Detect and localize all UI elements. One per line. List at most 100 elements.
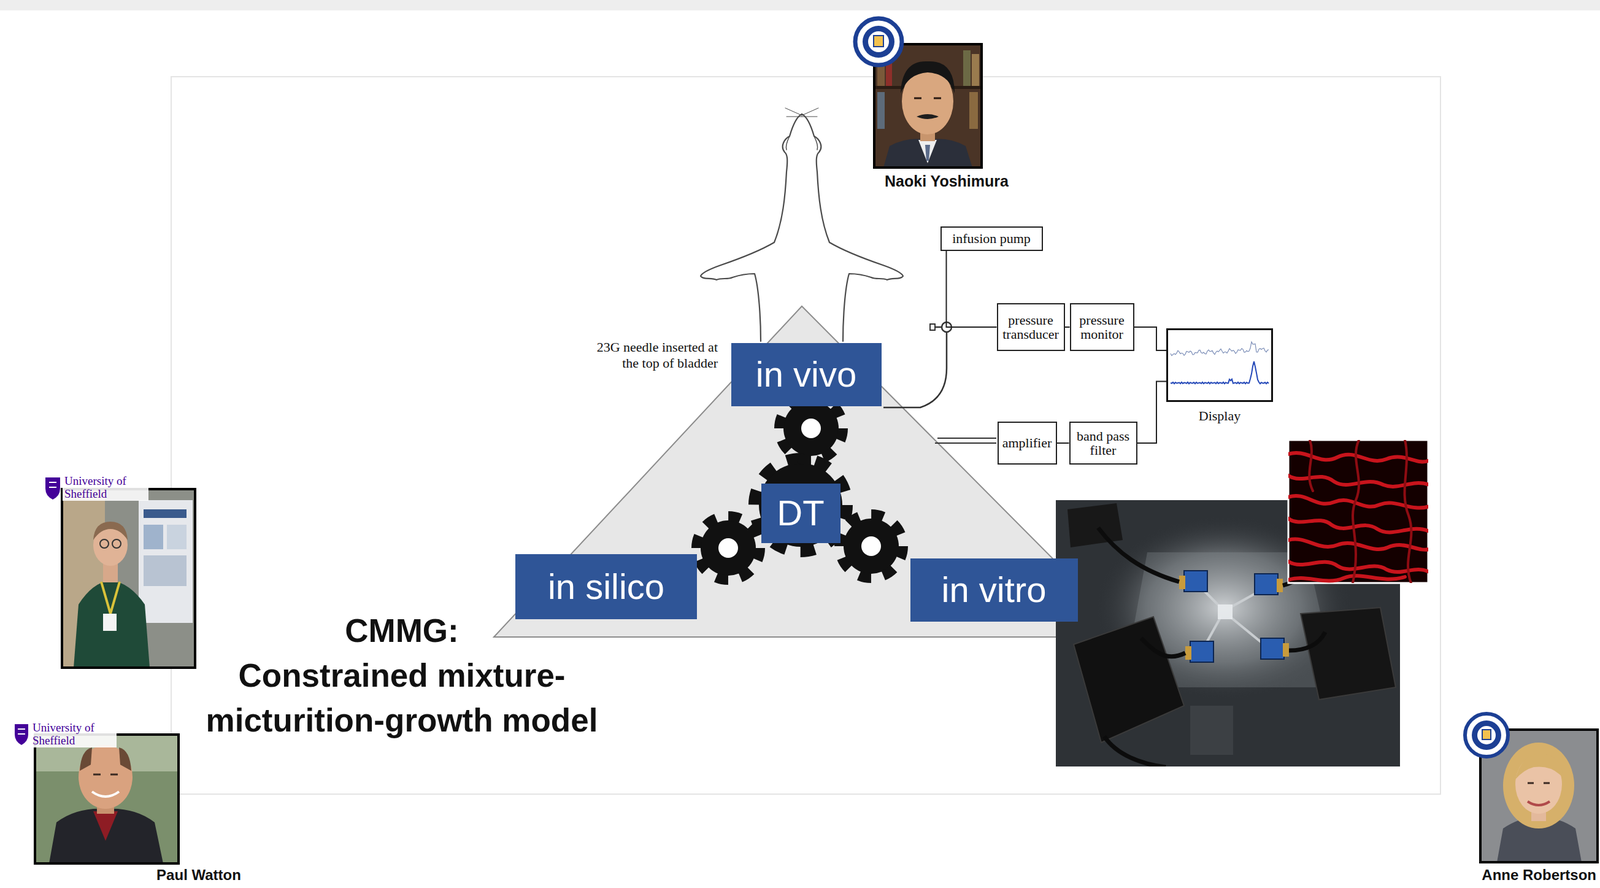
gear-part <box>783 400 839 456</box>
portrait-photo-part-part <box>143 555 187 586</box>
portrait-photo-part-part <box>900 61 955 94</box>
biaxial-tester-photo-part-part <box>1254 573 1278 595</box>
electrode-wire-part <box>934 442 997 444</box>
confocal-image-part-part <box>1288 518 1429 532</box>
equipment-box: band pass filter <box>1069 421 1138 465</box>
portrait-photo-part-part <box>138 500 193 623</box>
portrait-photo-part-part <box>79 747 93 771</box>
confocal-image-part <box>1288 439 1429 583</box>
portrait-photo-part-part <box>93 521 128 540</box>
portrait-photo-part <box>34 734 179 864</box>
stage-box: in vitro <box>910 558 1078 622</box>
university-seal-part <box>1482 729 1491 740</box>
panel <box>171 76 1441 794</box>
portrait-photo-part-part <box>1515 753 1564 780</box>
portrait-photo-part-part <box>1527 801 1550 805</box>
university-shield-part <box>17 728 26 734</box>
biaxial-tester-photo-part-part <box>1190 641 1214 662</box>
confocal-image-part-part <box>1404 439 1412 583</box>
portrait-photo-part-part <box>143 524 164 550</box>
portrait-photo-part-part <box>101 581 120 614</box>
biaxial-tester-photo-part-part <box>1276 578 1283 593</box>
portrait-photo-part-part <box>112 539 121 548</box>
pressure-trace <box>1170 341 1269 356</box>
portrait-photo-part-part <box>883 138 973 168</box>
confocal-image-part <box>1288 439 1429 583</box>
university-seal-part <box>855 18 902 66</box>
signal-wire <box>1065 326 1070 328</box>
equipment-box: pressure monitor <box>1069 303 1135 351</box>
biaxial-tester-photo-part <box>1073 616 1185 743</box>
portrait-photo-part-part <box>1527 782 1550 785</box>
stage-box: in silico <box>515 553 697 620</box>
university-shield-part <box>14 723 29 745</box>
equipment-box: amplifier <box>997 421 1058 465</box>
model-name: CMMG: <box>344 612 459 649</box>
rat-outline-part <box>785 136 790 150</box>
box-label: band pass filter <box>1074 428 1133 458</box>
display-screen: Display <box>1166 328 1274 424</box>
university-logo-text: University of Sheffield <box>62 474 149 501</box>
stage-box: in vivo <box>731 342 882 407</box>
portrait-photo-part-part <box>93 811 118 841</box>
gear-part <box>753 458 848 552</box>
university-seal <box>1465 713 1508 757</box>
university-shield-part <box>49 482 57 488</box>
portrait-photo-part-part <box>963 50 971 88</box>
box-label: in vivo <box>739 354 874 394</box>
gear-part <box>801 418 821 439</box>
equipment-box: infusion pump <box>940 226 1043 251</box>
portrait-photo-part-part <box>914 97 942 100</box>
university-seal-part <box>873 35 884 47</box>
university-logo-text: University of Sheffield <box>30 721 117 748</box>
display-monitor <box>1166 328 1274 402</box>
signal-wire <box>1134 326 1167 351</box>
portrait-photo-part-part <box>92 791 120 797</box>
portrait-photo-part-part <box>119 747 132 771</box>
gear-part <box>779 396 843 461</box>
portrait-photo-part-part <box>877 92 885 129</box>
biaxial-tester-photo-part <box>1217 604 1233 620</box>
biaxial-tester-photo-part <box>1190 705 1234 755</box>
rat-outline-part <box>814 136 818 150</box>
biaxial-tester-photo-part-part <box>1260 638 1285 659</box>
portrait-photo <box>61 488 196 668</box>
portrait-photo-part-part <box>73 579 150 668</box>
confocal-image-part-part <box>1288 539 1429 550</box>
portrait-photo-part-part <box>49 808 164 864</box>
signal-wire <box>1057 442 1070 444</box>
box-label: DT <box>769 493 832 533</box>
confocal-image-part-part <box>1352 439 1359 583</box>
biaxial-tester-photo-part <box>1202 588 1264 645</box>
confocal-image-part-part <box>1288 495 1429 508</box>
portrait-photo-part-part <box>971 53 980 88</box>
model-name: Constrained mixture- <box>238 657 566 694</box>
university-seal-part <box>868 31 889 53</box>
box-label: amplifier <box>1002 435 1053 450</box>
biaxial-tester-photo-part-part <box>1288 631 1326 651</box>
rat-outline-part <box>700 114 802 342</box>
electrode-wire-part <box>937 437 997 439</box>
gear-part <box>696 515 761 580</box>
gear-part <box>843 518 899 574</box>
signal-wire <box>1137 380 1167 443</box>
box-label: infusion pump <box>945 231 1039 246</box>
rat-outline <box>700 107 904 342</box>
biaxial-tester-photo-part-part <box>1205 616 1221 645</box>
biaxial-tester-photo-part-part <box>1230 616 1264 645</box>
portrait-photo-part <box>61 488 196 668</box>
triangle <box>493 306 1131 637</box>
display-label: Display <box>1166 407 1274 424</box>
signal-wire <box>946 250 997 327</box>
biaxial-tester-photo-part-part <box>1184 570 1208 592</box>
biaxial-tester-photo-part-part <box>1179 575 1186 589</box>
gear-part <box>718 538 739 558</box>
portrait-photo-part-part <box>61 488 196 668</box>
person-name: Anne Robertson <box>1481 866 1597 884</box>
biaxial-tester-photo-part <box>1179 570 1289 662</box>
university-shield <box>14 723 29 745</box>
electrode-wire <box>934 438 997 443</box>
biaxial-tester-photo-part-part <box>1098 527 1180 582</box>
